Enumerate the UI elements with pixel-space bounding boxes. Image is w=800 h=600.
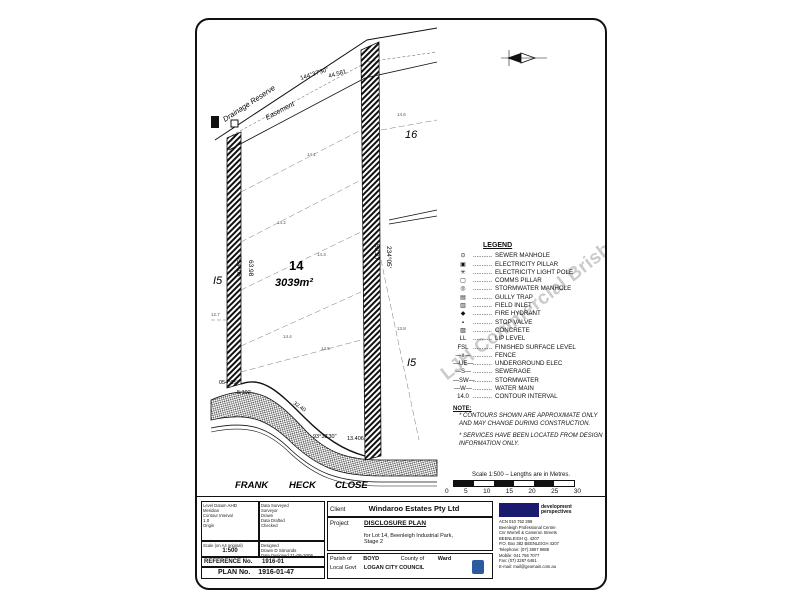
legend-item: ✳...........ELECTRICITY LIGHT POLE [453,269,603,277]
legend-title: LEGEND [483,242,513,249]
legend-item: LL...........LIP LEVEL [459,335,526,343]
title-block: Level Datum AHD Meridian Contour Interva… [197,496,605,588]
legend-item: —SW—...........STORMWATER [453,376,539,384]
notes: NOTE: * CONTOURS SHOWN ARE APPROXIMATE O… [453,406,603,448]
scale-graphic [453,480,575,487]
contour-label: 12.7 [211,312,220,317]
bearing-left: 054°05' [235,256,243,278]
contour-label: 14.1 [307,152,316,157]
plan-number-cell: PLAN No. 1916-01-47 [201,567,325,579]
scale-ticks: 0 5 10 15 20 25 30 [445,488,581,495]
note-services: * SERVICES HAVE BEEN LOCATED FROM DESIGN… [459,433,603,447]
drainage-boundary [214,27,438,141]
light-pole-icon: ✳ [460,269,466,276]
field-inlet-icon: ▥ [460,303,466,310]
dist-left: 63.98 [247,260,254,277]
design-cell: Designed Drawn D Simonds Date Designed 2… [259,541,325,558]
contour-line [380,119,438,131]
corner-bearing: 054°05' [219,380,238,386]
legend-item: ▪...........STOP VALVE [453,319,603,327]
site-plan-drawing: FRANK HECK CLOSE Drainage Reserve Easeme… [210,27,547,491]
comms-pillar-icon: ▢ [460,278,466,285]
easement-label: Easement [265,100,297,121]
contour-label: 13.8 [397,326,406,331]
legend-item: 14.0...........CONTOUR INTERVAL [457,393,558,401]
kerb-line [210,424,437,483]
service-pit-icon [230,119,239,128]
note-contours: * CONTOURS SHOWN ARE APPROXIMATE ONLY AN… [459,413,598,427]
frontage-2: 13.406 [347,436,364,442]
scale-bar: Scale 1:500 – Lengths are in Metres. 0 5… [441,472,601,495]
legend-item: FSL...........FINISHED SURFACE LEVEL [457,343,576,351]
contour-label: 14.6 [397,112,406,117]
contour-label: 14.3 [317,252,326,257]
legend-item: —S—...........SEWERAGE [454,368,531,376]
notes-heading: NOTE: [453,406,472,412]
project-cell: Project DISCLOSURE PLAN for Lot 14, Been… [327,517,493,551]
north-arrow-icon [501,50,547,66]
legend-item: —W—...........WATER MAIN [454,385,534,393]
contour-line [240,231,362,291]
legend-item: ⊙...........SEWER MANHOLE [453,252,603,260]
plan-sheet: FRANK HECK CLOSE Drainage Reserve Easeme… [195,18,607,590]
contour-line [380,259,420,441]
right-boundary-hatched [360,41,382,461]
concrete-icon: ▨ [460,327,466,334]
lot-number: 14 [289,258,304,273]
road-name-frank: FRANK [235,480,269,491]
legend-item: ▤...........GULLY TRAP [453,294,603,302]
arc-bearing: 93°38'30" [313,434,337,440]
easement-line-2 [226,51,438,139]
survey-cell: Data Surveyed Surveyor Drawn Data Drafte… [259,501,325,541]
lot16-boundary [388,209,438,221]
legend-item: ◎...........STORMWATER MANHOLE [453,285,603,293]
road-name-close: CLOSE [335,480,368,491]
legend: LEGEND ⊙...........SEWER MANHOLE ▣......… [453,242,603,402]
stop-valve-icon: ▪ [461,319,465,326]
scale-title: Scale 1:500 – Lengths are in Metres. [471,472,571,478]
legend-item: ▢...........COMMS PILLAR [453,277,603,285]
bearing-top: 144°37'30" [300,67,329,82]
lot15-boundary [388,215,438,225]
sewer-manhole-icon: ⊙ [460,253,466,260]
road-verge-hatched [210,391,438,477]
lot-15-right-label: I5 [407,357,417,369]
scale-cell: Scale (on A4 original) 1:500 [201,541,259,557]
lot-16-label: 16 [405,129,418,141]
dist-right: 53.27 [373,244,380,261]
contour-label: 14.2 [277,220,286,225]
legend-item: —UE—...........UNDERGROUND ELEC [453,360,563,368]
contour-line [240,179,362,243]
frontage-1: 5.102 [237,390,251,396]
fire-hydrant-icon: ◆ [460,311,466,318]
company-logo-icon [499,503,539,517]
bearing-right: 234°05' [385,246,393,268]
legend-item: ◆...........FIRE HYDRANT [453,310,603,318]
lot-area: 3039m² [275,277,313,289]
reference-cell: REFERENCE No. 1916-01 [201,557,325,567]
client-cell: Client Windaroo Estates Pty Ltd [327,501,493,517]
locality-cell: Parish of BOYD County of Ward Local Govt… [327,553,493,579]
datum-cell: Level Datum AHD Meridian Contour Interva… [201,501,259,541]
contour-line [240,339,362,373]
lot-15-left-label: I5 [213,275,223,287]
contour-line [240,129,362,193]
legend-item: ▥...........FIELD INLET [453,302,603,310]
legend-item: ▣...........ELECTRICITY PILLAR [453,261,603,269]
contour-label: 14.5 [321,346,330,351]
lot-frontage-line [240,381,366,457]
dist-top: 44.581 [328,69,348,80]
legend-item: ▨...........CONCRETE [453,327,603,335]
legend-item: —x—...........FENCE [455,351,516,359]
gully-trap-icon: ▤ [460,294,466,301]
stormwater-manhole-icon: ◎ [460,286,466,293]
road-name-heck: HECK [289,480,317,491]
kerb-line-2 [210,428,437,487]
company-cell: development perspectives ACN 010 752 388… [499,503,572,569]
contour-label: 14.4 [283,334,292,339]
electricity-pillar-icon: ▣ [460,261,466,268]
service-pit-icon [211,116,219,128]
council-logo-icon [472,560,484,574]
contour-line [240,291,362,347]
